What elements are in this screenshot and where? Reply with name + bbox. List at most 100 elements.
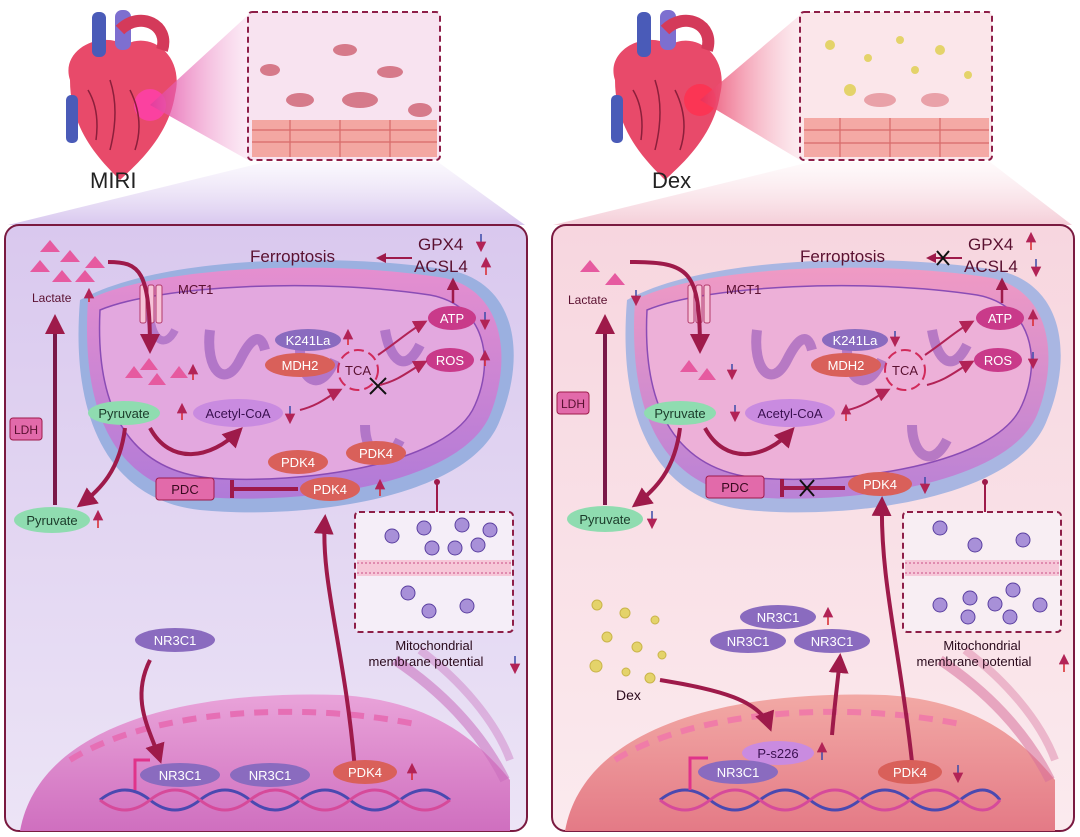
left-nr3c1-nuc-b: NR3C1 xyxy=(249,768,292,783)
left-mdh2: MDH2 xyxy=(282,358,319,373)
left-pdk4-a-oval xyxy=(268,450,328,474)
left-title: MIRI xyxy=(90,168,136,193)
right-heart-illustration xyxy=(611,10,722,181)
right-arrow-pdk4-up xyxy=(871,496,914,763)
left-k241la: K241La xyxy=(286,333,332,348)
right-arrow-tca-ros xyxy=(926,360,975,386)
right-mmp-line2: membrane potential xyxy=(917,654,1032,669)
right-pdk4-nuc: PDK4 xyxy=(893,765,927,780)
left-arrow-tca-ros xyxy=(379,360,428,386)
left-ldh-box xyxy=(9,417,43,441)
right-pdk4: PDK4 xyxy=(863,477,897,492)
left-funnel xyxy=(8,162,525,225)
left-tca: TCA xyxy=(345,363,371,378)
left-nr3c1-nuc-a-oval xyxy=(140,763,220,787)
right-ldh-label: LDH xyxy=(561,397,585,411)
left-lactate-label: Lactate xyxy=(32,291,72,305)
left-arrow-pdk4-up xyxy=(313,514,357,771)
left-pdc: PDC xyxy=(171,482,198,497)
left-arrow-pyr-acetyl xyxy=(148,427,243,457)
right-lactate-label: Lactate xyxy=(568,293,608,307)
left-mitochondrion xyxy=(78,260,514,513)
right-nr3c1-nuc-oval xyxy=(698,760,778,784)
right-pyruvate-mito: Pyruvate xyxy=(654,406,705,421)
left-pdk4-b: PDK4 xyxy=(359,446,393,461)
left-pdk4-b-oval xyxy=(346,441,406,465)
left-arrow-lactate-in xyxy=(107,260,160,354)
left-lactate-inner xyxy=(125,358,188,385)
right-nr3c1-nuc: NR3C1 xyxy=(717,765,760,780)
right-arrow-acetyl-tca xyxy=(847,388,891,411)
left-mdh2-oval xyxy=(265,353,335,377)
left-nr3c1-nuc-a: NR3C1 xyxy=(159,768,202,783)
left-pdk4-a: PDK4 xyxy=(281,455,315,470)
left-ldh-label: LDH xyxy=(14,423,38,437)
left-pdk4-nuc-oval xyxy=(333,760,397,784)
right-arrow-to-nr3c1 xyxy=(828,653,849,736)
right-arrow-tca-atp xyxy=(924,320,975,356)
left-mmp-box xyxy=(354,479,514,633)
right-tca-cycle xyxy=(884,349,926,391)
right-ps226: P-s226 xyxy=(757,746,798,761)
right-nr3c1-c: NR3C1 xyxy=(811,634,854,649)
left-lactate-cluster xyxy=(30,240,105,282)
left-acetyl: Acetyl-CoA xyxy=(205,406,270,421)
left-atp-oval xyxy=(428,306,476,330)
left-atp: ATP xyxy=(440,311,464,326)
left-zoom-beam xyxy=(150,15,248,160)
left-heart-illustration xyxy=(66,10,177,181)
right-pdc-box xyxy=(705,475,765,499)
right-pdk4-oval xyxy=(848,472,912,496)
left-nucleus xyxy=(20,646,514,831)
right-k241la-oval xyxy=(822,329,888,351)
right-pyruvate-cyto: Pyruvate xyxy=(579,512,630,527)
right-nr3c1-b-oval xyxy=(710,629,786,653)
right-dex-label: Dex xyxy=(616,687,641,703)
right-pyruvate-mito-oval xyxy=(644,401,716,425)
left-arrow-tca-atp xyxy=(377,320,428,356)
right-acsl4: ACSL4 xyxy=(964,257,1018,276)
left-gpx4: GPX4 xyxy=(418,235,463,254)
right-nr3c1-c-oval xyxy=(794,629,870,653)
right-nr3c1-a-oval xyxy=(740,605,816,629)
right-nr3c1-a: NR3C1 xyxy=(757,610,800,625)
left-tca-block xyxy=(369,377,387,395)
right-cell-inset xyxy=(799,11,993,161)
right-atp: ATP xyxy=(988,311,1012,326)
left-mct1-label: MCT1 xyxy=(178,282,213,297)
right-funnel xyxy=(553,162,1072,225)
right-ldh-box xyxy=(556,391,590,415)
left-ferroptosis: Ferroptosis xyxy=(250,247,335,266)
right-pdk4-nuc-oval xyxy=(878,760,942,784)
right-arrow-pyr-out xyxy=(631,427,682,508)
right-acetyl-oval xyxy=(745,399,835,427)
right-nr3c1-b: NR3C1 xyxy=(727,634,770,649)
right-lactate-inner xyxy=(680,360,716,380)
right-tca: TCA xyxy=(892,363,918,378)
left-ros: ROS xyxy=(436,353,465,368)
right-arrow-lactate-in xyxy=(629,260,710,354)
left-pyruvate-mito: Pyruvate xyxy=(98,406,149,421)
right-mitochondrion xyxy=(625,260,1061,513)
left-nr3c1-nuc-b-oval xyxy=(230,763,310,787)
left-pdc-box xyxy=(155,477,215,501)
left-arrow-pyr-out xyxy=(76,427,127,508)
right-pyruvate-cyto-oval xyxy=(567,506,643,532)
right-mct1-label: MCT1 xyxy=(726,282,761,297)
right-arrow-pyr-acetyl xyxy=(703,427,795,457)
right-k241la: K241La xyxy=(833,333,879,348)
left-inhibit-pdc xyxy=(230,480,298,498)
left-pdk4-nuc: PDK4 xyxy=(348,765,382,780)
left-arrow-nr3c1-nuc xyxy=(139,659,165,764)
right-ferroptosis-block xyxy=(936,250,950,266)
right-arrow-dex xyxy=(659,678,775,732)
left-tca-cycle xyxy=(337,349,379,391)
right-zoom-beam xyxy=(700,15,800,160)
right-lactate-cluster xyxy=(580,260,625,285)
right-ps226-oval xyxy=(742,741,814,765)
right-atp-oval xyxy=(976,306,1024,330)
left-mmp-line2: membrane potential xyxy=(369,654,484,669)
left-pyruvate-cyto-oval xyxy=(14,507,90,533)
right-acetyl: Acetyl-CoA xyxy=(757,406,822,421)
